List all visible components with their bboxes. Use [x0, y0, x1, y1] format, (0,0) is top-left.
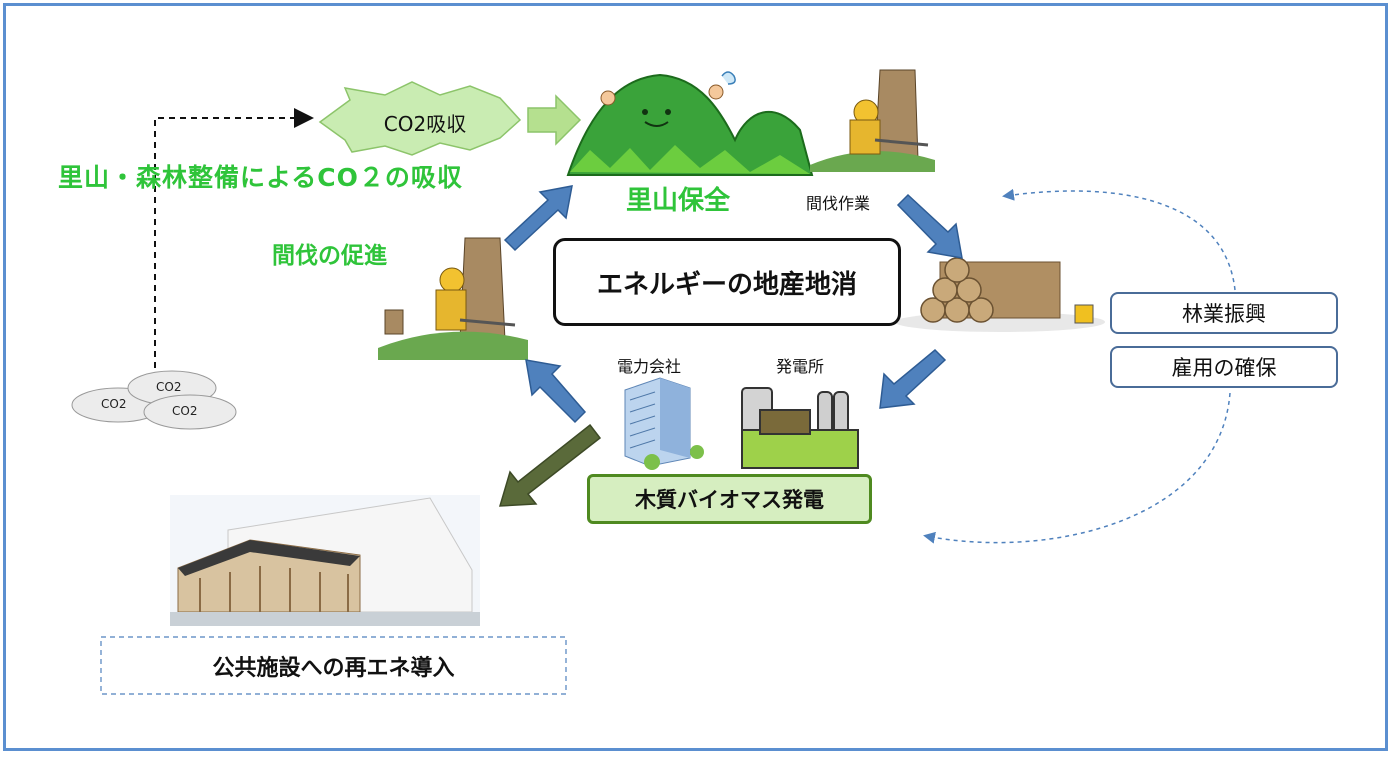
arrow-up-left-bottom	[525, 359, 587, 424]
arrow-down-left-right	[879, 348, 947, 409]
center-title-box: エネルギーの地産地消	[553, 238, 901, 326]
arrow-down-right-top	[896, 193, 963, 259]
forestry-promotion-label: 林業振興	[1182, 302, 1266, 326]
thinning-work-label: 間伐作業	[806, 194, 871, 213]
public-building-icon	[170, 495, 480, 626]
center-title: エネルギーの地産地消	[596, 269, 857, 300]
office-building-icon	[624, 377, 704, 470]
lumberjack-icon	[378, 237, 528, 360]
diagram-frame	[3, 3, 1388, 751]
employment-label: 雇用の確保	[1171, 356, 1277, 380]
forestry-promotion-box: 林業振興	[1110, 292, 1338, 334]
co2-cloud-label: CO2	[156, 380, 182, 394]
mountain-icon	[566, 71, 814, 176]
lumberjack-icon	[810, 69, 935, 172]
log-pile-icon	[895, 257, 1105, 332]
co2-cloud-label: CO2	[172, 404, 198, 418]
co2-cloud-label: CO2	[101, 397, 127, 411]
power-plant-icon	[741, 387, 859, 469]
biomass-power-box: 木質バイオマス発電	[587, 474, 872, 524]
arrow-to-public-facility	[498, 423, 602, 507]
biomass-power-label: 木質バイオマス発電	[635, 488, 824, 512]
co2-absorb-badge-shape	[318, 81, 522, 156]
thinning-promotion-label: 間伐の促進	[272, 243, 387, 269]
forest-co2-title: 里山・森林整備によるCO２の吸収	[58, 163, 463, 192]
power-company-label: 電力会社	[617, 357, 682, 376]
employment-box: 雇用の確保	[1110, 346, 1338, 388]
power-plant-label: 発電所	[776, 357, 825, 376]
co2-flow-line	[154, 108, 314, 368]
arrow-up-right	[503, 185, 573, 252]
co2-absorb-badge: CO2吸収	[383, 112, 467, 136]
co2-cloud-icon	[71, 370, 237, 430]
satoyama-conservation-label: 里山保全	[626, 186, 731, 216]
public-facility-label: 公共施設への再エネ導入	[212, 656, 455, 681]
green-arrow-icon	[527, 94, 582, 146]
forestry-cycle-arrows	[923, 188, 1236, 544]
